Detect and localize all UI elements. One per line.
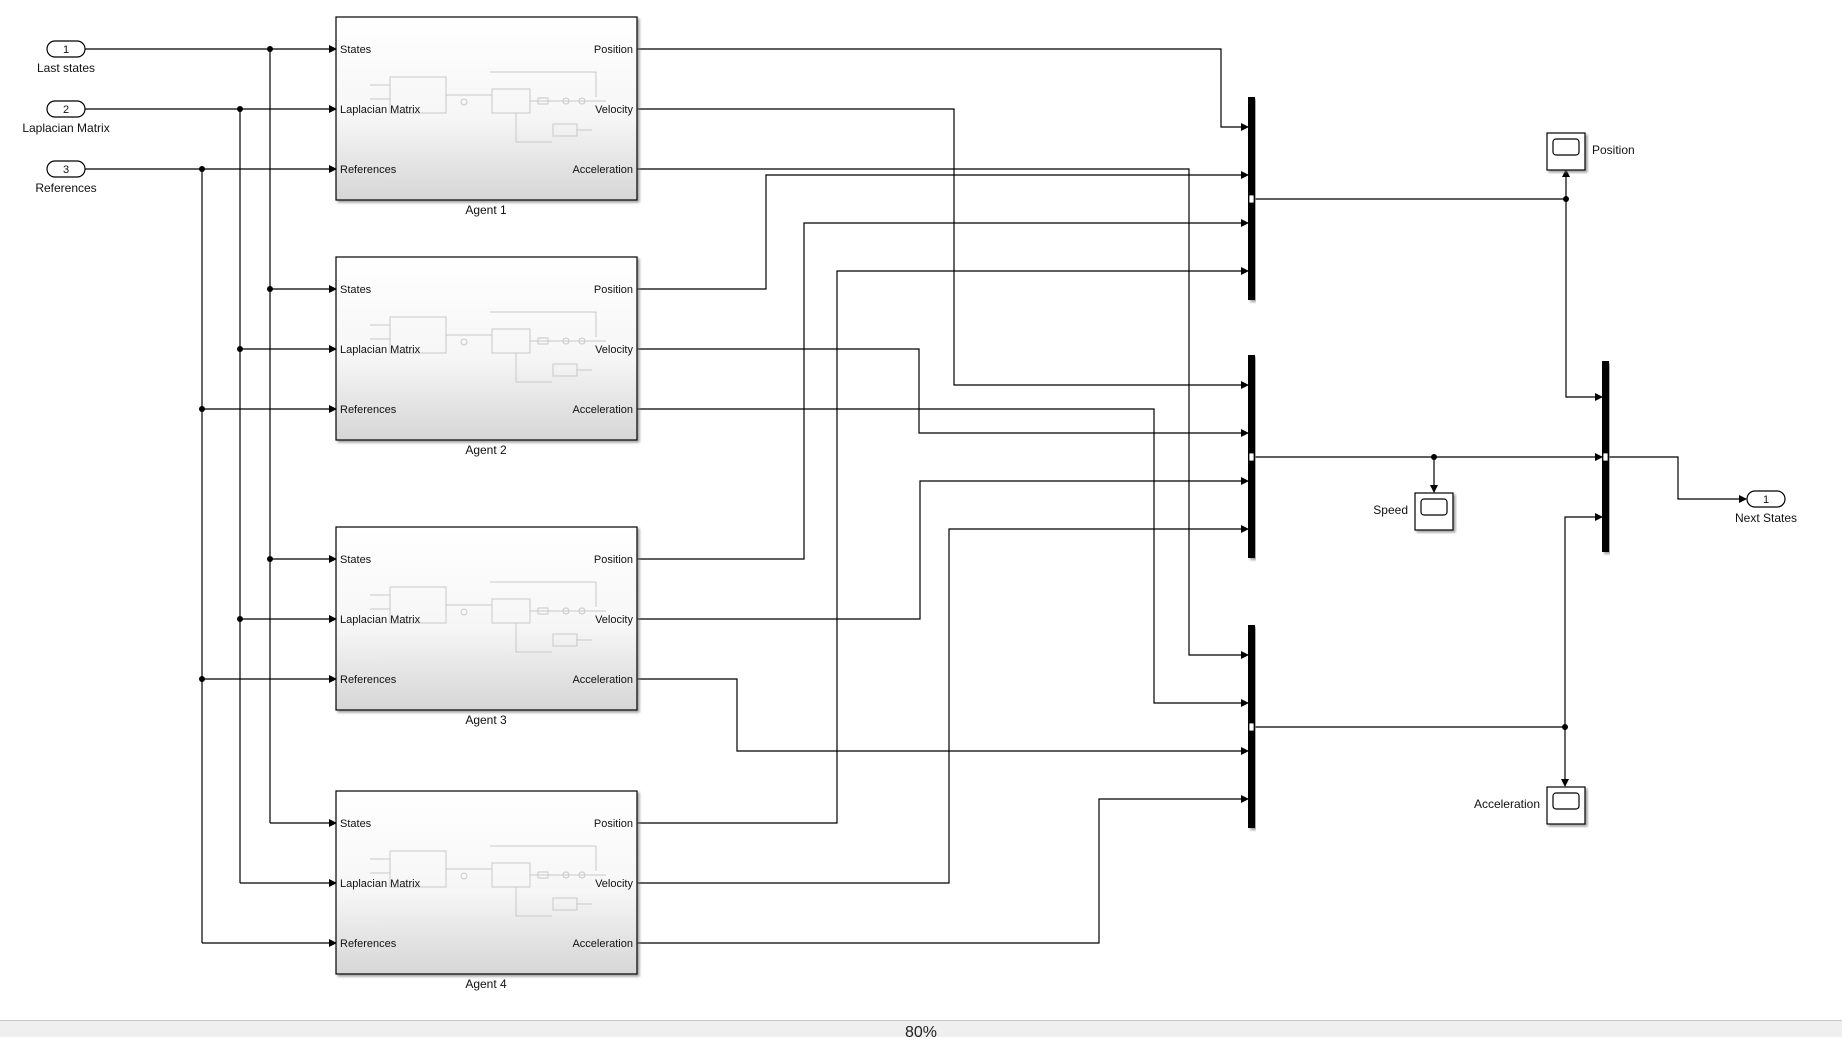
inport-3[interactable]: 3 References <box>35 160 97 195</box>
agent-2-label: Agent 2 <box>465 443 507 457</box>
agent-2-in-references: References <box>340 404 397 416</box>
inport-1[interactable]: 1 Last states <box>37 40 95 75</box>
signal-lines <box>85 45 1747 947</box>
scope-position-label: Position <box>1592 143 1635 157</box>
scope-screen-icon <box>1420 498 1448 516</box>
inport-2-number: 2 <box>63 104 69 116</box>
scope-acceleration[interactable]: Acceleration <box>1474 786 1586 825</box>
inport-1-label: Last states <box>37 61 95 75</box>
mux-position[interactable] <box>1248 97 1255 300</box>
wire-a2-velocity <box>637 348 1249 437</box>
agent-4-preview-icon <box>370 845 606 917</box>
scope-position[interactable]: Position <box>1546 132 1635 171</box>
wire-a4-velocity <box>637 525 1249 884</box>
agent-4-out-position: Position <box>594 818 633 830</box>
agent-2-out-acceleration: Acceleration <box>572 404 633 416</box>
wire-a4-acceleration <box>637 795 1249 944</box>
agent-4-out-velocity: Velocity <box>595 878 633 890</box>
agent-4-out-acceleration: Acceleration <box>572 938 633 950</box>
agent-2-preview-icon <box>370 311 606 383</box>
agent-4-label: Agent 4 <box>465 977 507 991</box>
mux-next-states[interactable] <box>1602 361 1609 552</box>
agent-1-out-position: Position <box>594 44 633 56</box>
wire-a3-position <box>637 219 1249 560</box>
mux-acceleration[interactable] <box>1248 625 1255 828</box>
agent-1-in-references: References <box>340 164 397 176</box>
agent-3-preview-icon <box>370 581 606 653</box>
outport-1-number: 1 <box>1763 494 1769 506</box>
agent-3-subsystem[interactable]: States Laplacian Matrix References Posit… <box>335 526 638 711</box>
agent-3-in-states: States <box>340 554 372 566</box>
agent-3-out-position: Position <box>594 554 633 566</box>
agent-2-subsystem[interactable]: States Laplacian Matrix References Posit… <box>335 256 638 441</box>
wire-mux4-out <box>1608 456 1747 503</box>
agent-2-out-velocity: Velocity <box>595 344 633 356</box>
outport-1-label: Next States <box>1735 511 1797 525</box>
agent-1-label: Agent 1 <box>465 203 507 217</box>
wire-a4-position <box>637 267 1249 824</box>
agent-3-in-references: References <box>340 674 397 686</box>
scope-screen-icon <box>1552 138 1580 156</box>
agent-2-in-laplacian: Laplacian Matrix <box>340 344 421 356</box>
wire-a1-velocity <box>637 108 1249 389</box>
simulink-canvas[interactable]: 1 Last states 2 Laplacian Matrix 3 Refer… <box>0 0 1842 1020</box>
agent-2-out-position: Position <box>594 284 633 296</box>
status-bar: 80% <box>0 1020 1842 1041</box>
agent-1-in-states: States <box>340 44 372 56</box>
inport-2[interactable]: 2 Laplacian Matrix <box>22 100 110 135</box>
inport-1-number: 1 <box>63 44 69 56</box>
wire-a1-acceleration <box>637 168 1249 659</box>
agent-1-out-acceleration: Acceleration <box>572 164 633 176</box>
scope-screen-icon <box>1552 792 1580 810</box>
scope-speed[interactable]: Speed <box>1373 492 1454 531</box>
agent-2-in-states: States <box>340 284 372 296</box>
wire-a2-acceleration <box>637 408 1249 707</box>
agent-4-in-laplacian: Laplacian Matrix <box>340 878 421 890</box>
agent-3-in-laplacian: Laplacian Matrix <box>340 614 421 626</box>
agent-4-subsystem[interactable]: States Laplacian Matrix References Posit… <box>335 790 638 975</box>
agent-3-out-acceleration: Acceleration <box>572 674 633 686</box>
inport-2-label: Laplacian Matrix <box>22 121 109 135</box>
wire-accel-to-mux4 <box>1564 513 1603 727</box>
branch-points <box>199 46 1569 730</box>
wire-a3-acceleration <box>637 678 1249 755</box>
wire-a3-velocity <box>637 477 1249 620</box>
mux-velocity[interactable] <box>1248 355 1255 558</box>
agent-1-subsystem[interactable]: States Laplacian Matrix References Posit… <box>335 16 638 201</box>
zoom-level[interactable]: 80% <box>904 1024 938 1041</box>
inport-3-number: 3 <box>63 164 69 176</box>
agent-3-label: Agent 3 <box>465 713 507 727</box>
agent-1-preview-icon <box>370 71 606 143</box>
wire-a1-position <box>637 48 1249 131</box>
outport-1[interactable]: 1 Next States <box>1735 490 1797 525</box>
agent-1-out-velocity: Velocity <box>595 104 633 116</box>
agent-4-in-states: States <box>340 818 372 830</box>
agent-1-in-laplacian: Laplacian Matrix <box>340 104 421 116</box>
agent-3-out-velocity: Velocity <box>595 614 633 626</box>
scope-speed-label: Speed <box>1373 503 1408 517</box>
scope-acceleration-label: Acceleration <box>1474 797 1540 811</box>
agent-4-in-references: References <box>340 938 397 950</box>
wire-position-to-mux4 <box>1565 199 1603 401</box>
wire-a2-position <box>637 171 1249 290</box>
inport-3-label: References <box>35 181 96 195</box>
